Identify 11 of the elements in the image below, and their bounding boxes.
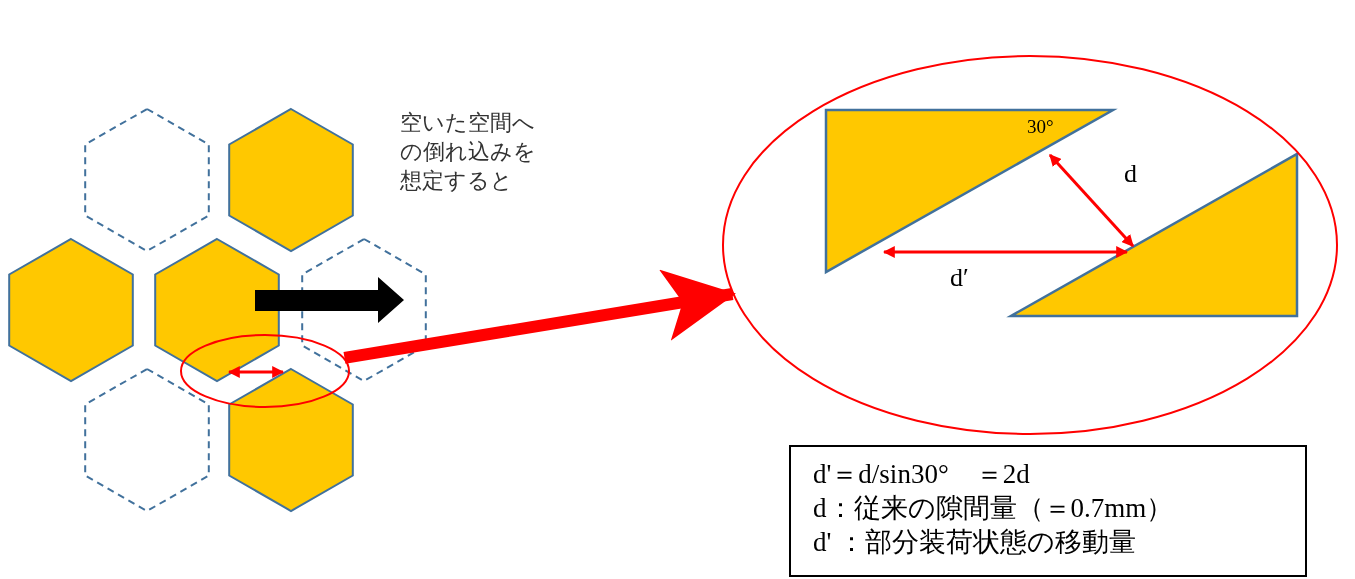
- ellipse-outline: [180, 334, 350, 408]
- dimension-label: d′: [950, 262, 969, 294]
- formula-text: d' ：部分装荷状態の移動量: [813, 526, 1137, 559]
- caption-text: 空いた空間への倒れ込みを想定すると: [400, 109, 537, 195]
- formula-text: d'＝d/sin30° ＝2d: [813, 458, 1030, 491]
- formula-text: d：従来の隙間量（＝0.7mm）: [813, 492, 1174, 525]
- note-box: [789, 445, 1307, 577]
- arrow: [343, 269, 736, 364]
- dimension-label: d: [1124, 158, 1137, 190]
- ellipse-outline: [722, 55, 1338, 435]
- angle-label: 30°: [1027, 116, 1054, 139]
